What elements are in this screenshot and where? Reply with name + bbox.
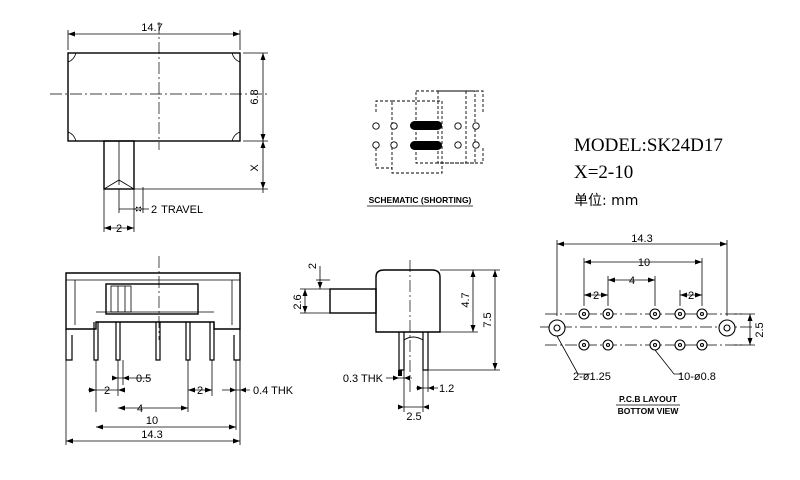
pcb-layout: 14.3 10 4 2 2 2.5 [540, 233, 766, 416]
pcb-pitch-left-dim: 2 [593, 290, 599, 302]
unit-line: 单位: mm [574, 193, 638, 209]
pcb-pin-hole-label: 10-ø0.8 [678, 371, 716, 383]
front-pitch-right-dim: 2 [197, 385, 203, 397]
pcb-span-dim: 10 [638, 257, 650, 269]
schematic-shorting-bar-top [410, 121, 442, 130]
schematic-contacts [372, 122, 480, 149]
side-body-height-dim: 4.7 [460, 292, 472, 307]
pcb-inner-dim: 4 [629, 275, 635, 287]
front-thickness-dim: 0.4 THK [253, 385, 294, 397]
top-view-body [67, 52, 241, 142]
front-pitch-left-dim: 2 [104, 385, 110, 397]
pcb-mount-hole-label: 2-ø1.25 [573, 371, 611, 383]
pcb-row-pitch-dim: 2.5 [754, 322, 766, 337]
side-actuator-height-dim: 2.6 [292, 294, 304, 309]
side-thickness-dim: 0.3 THK [343, 373, 384, 385]
front-inner-span-dim: 4 [137, 403, 143, 415]
front-view-body [65, 272, 241, 330]
top-width-dim: 14.7 [141, 22, 162, 34]
schematic: SCHEMATIC (SHORTING) [367, 90, 484, 207]
schematic-shorting-bar-bottom [410, 141, 442, 150]
front-outer-span-dim: 10 [146, 415, 158, 427]
side-total-height-dim: 7.5 [482, 312, 494, 327]
model-line: MODEL:SK24D17 [574, 135, 723, 156]
top-height-dim: 6.8 [249, 89, 261, 104]
side-actuator-dim: 2 [307, 263, 319, 269]
x-range-line: X=2-10 [574, 162, 633, 183]
pcb-overall-dim: 14.3 [631, 233, 652, 245]
pcb-pin-hole-leader [654, 349, 682, 375]
front-view-pins [65, 322, 241, 361]
front-view: 2 0.5 4 2 0.4 THK 10 14.3 [65, 256, 294, 445]
model-info: MODEL:SK24D17 X=2-10 单位: mm [574, 135, 723, 209]
side-view-body [375, 269, 441, 333]
schematic-caption: SCHEMATIC (SHORTING) [369, 195, 472, 205]
schematic-leads [375, 90, 484, 169]
side-view-actuator [329, 288, 377, 314]
side-terminal-dim: 1.2 [439, 383, 454, 395]
pcb-mount-holes [548, 319, 736, 337]
front-overall-width-dim: 14.3 [141, 429, 162, 441]
pcb-caption-line2: BOTTOM VIEW [618, 406, 680, 416]
front-view-slider [105, 283, 199, 315]
top-view-actuator-tip [103, 179, 135, 190]
schematic-slider-left [391, 100, 443, 174]
front-pin-width-dim: 0.5 [136, 373, 151, 385]
side-pitch-dim: 2.5 [406, 411, 421, 423]
pcb-caption-line1: P.C.B LAYOUT [619, 394, 678, 404]
side-view: 2 2.6 4.7 7.5 0.3 THK 1.2 2.5 [292, 260, 500, 423]
top-x-dim: X [249, 164, 261, 172]
actuator-width-dim: 2 [116, 223, 122, 235]
side-view-terminals [398, 332, 429, 371]
top-view-corner-fillets [67, 52, 241, 142]
pcb-pitch-right-dim: 2 [688, 290, 694, 302]
pcb-pin-holes [578, 308, 708, 351]
pcb-mount-hole-leader [556, 335, 590, 375]
